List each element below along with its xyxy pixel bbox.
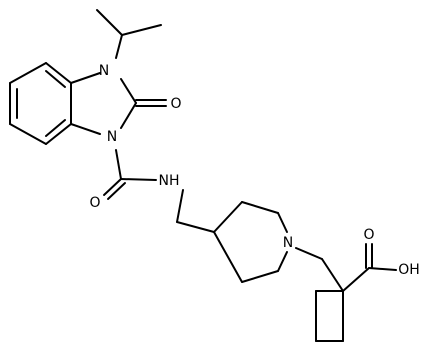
cyclobutane-ring	[315, 290, 344, 342]
atom-o-ketone: O	[170, 96, 181, 112]
carboxylic-acid	[342, 243, 397, 292]
carbamoyl-linker	[103, 149, 215, 233]
atom-n-bottom: N	[107, 129, 117, 145]
atom-n-top: N	[99, 63, 109, 79]
ketone-bond	[135, 99, 167, 107]
piperidine-ring	[213, 201, 288, 283]
methylene-linker	[295, 247, 344, 292]
atom-oh-acid: OH	[398, 262, 420, 278]
imidazolone-ring	[70, 72, 137, 135]
atom-n-piperidine: N	[283, 235, 293, 251]
isopropyl-group	[96, 9, 162, 59]
atom-o-acid: O	[363, 227, 374, 243]
atom-o-carbamoyl: O	[89, 195, 100, 211]
benzene-ring	[9, 62, 72, 145]
atom-nh-amide: NH	[159, 173, 180, 189]
